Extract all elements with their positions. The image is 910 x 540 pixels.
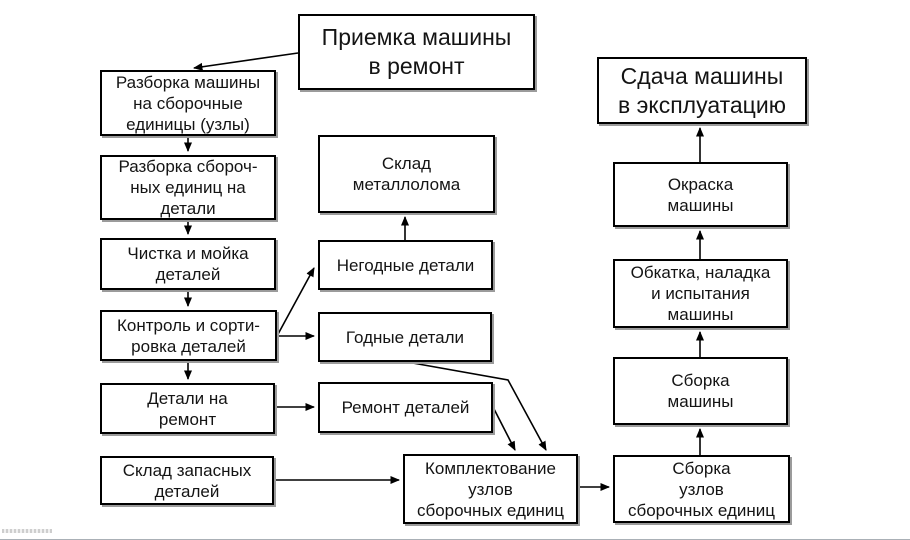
arrow-godnye-to-komplektovanie xyxy=(406,361,547,451)
watermark-smudge xyxy=(2,529,52,533)
flow-box-razborka-sborochnykh-edinits: Разборка сбороч- ных единиц на детали xyxy=(100,155,276,220)
flow-box-komplektovanie-uzlov: Комплектование узлов сборочных единиц xyxy=(403,454,578,524)
arrow-kontrol-to-negodnye xyxy=(276,267,315,337)
flow-box-chistka-i-moyka: Чистка и мойка деталей xyxy=(100,238,276,290)
flow-box-razborka-mashiny: Разборка машины на сборочные единицы (уз… xyxy=(100,70,276,136)
flow-box-remont-detaley: Ремонт деталей xyxy=(318,382,493,433)
flow-box-priemka-mashiny-v-remont: Приемка машины в ремонт xyxy=(298,14,535,90)
flow-box-godnye-detali: Годные детали xyxy=(318,312,492,362)
flow-box-sborka-uzlov: Сборка узлов сборочных единиц xyxy=(613,455,790,523)
flow-box-sdacha-mashiny: Сдача машины в эксплуатацию xyxy=(597,57,807,124)
arrow-priemka-to-razborka xyxy=(193,52,299,71)
flow-box-kontrol-i-sortirovka: Контроль и сорти- ровка деталей xyxy=(100,310,277,361)
flow-box-sklad-metalloloma: Склад металлолома xyxy=(318,135,495,213)
arrow-remont-to-komplektovanie xyxy=(492,406,516,451)
flow-box-sborka-mashiny: Сборка машины xyxy=(613,357,788,425)
flow-box-obkatka-naladka-ispytaniya: Обкатка, наладка и испытания машины xyxy=(613,259,788,328)
flow-box-detali-na-remont: Детали на ремонт xyxy=(100,383,275,434)
flow-box-sklad-zapasnykh-detaley: Склад запасных деталей xyxy=(100,456,274,505)
flow-box-negodnye-detali: Негодные детали xyxy=(318,240,493,290)
flow-box-okraska-mashiny: Окраска машины xyxy=(613,162,788,227)
